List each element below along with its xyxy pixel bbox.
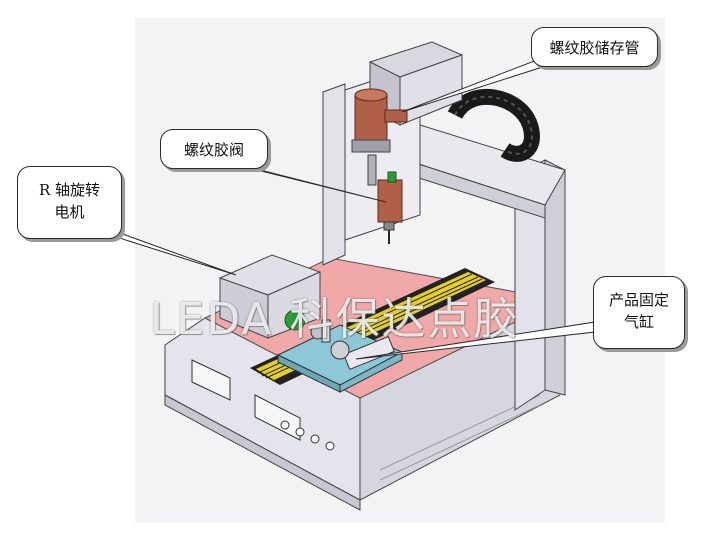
callout-screw-valve: 螺纹胶阀 xyxy=(160,129,268,169)
r-axis-motor xyxy=(218,254,322,339)
callout-leaders xyxy=(93,57,596,360)
cable-chain xyxy=(447,89,540,162)
callout-glue-storage-tube: 螺纹胶储存管 xyxy=(531,27,658,67)
product-fixture xyxy=(276,319,404,393)
callout-label-line1: 产品固定 xyxy=(608,291,669,309)
machine-base xyxy=(164,299,561,511)
callout-label-line2: 气缸 xyxy=(623,313,654,331)
callout-label: 螺纹胶储存管 xyxy=(549,39,640,57)
callout-r-axis-motor: R 轴旋转 电机 xyxy=(17,166,122,239)
callout-label-line2: 电机 xyxy=(54,203,85,221)
callout-label-line1: R 轴旋转 xyxy=(38,181,101,199)
callout-product-fixture-cylinder: 产品固定 气缸 xyxy=(593,276,685,349)
callout-label: 螺纹胶阀 xyxy=(183,141,244,159)
